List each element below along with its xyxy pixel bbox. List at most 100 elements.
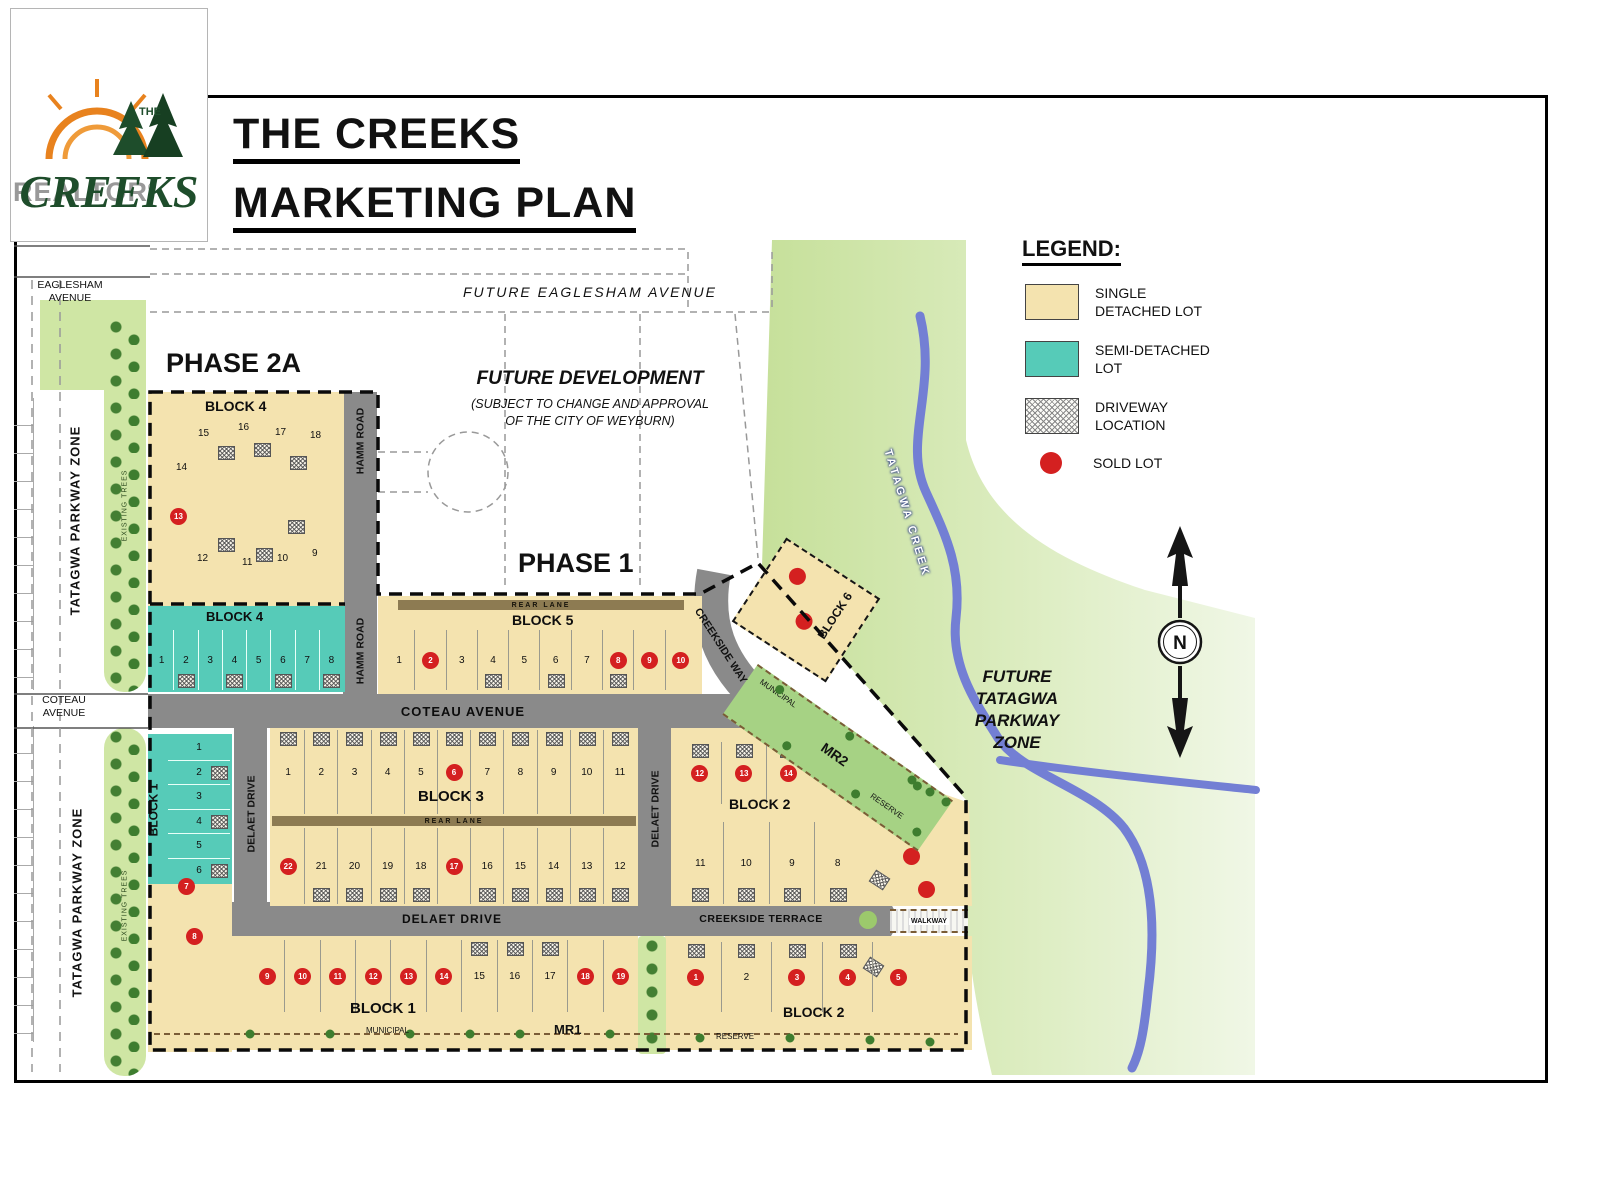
block-3-label: BLOCK 3 — [418, 788, 484, 805]
eaglesham-avenue-label: EAGLESHAM AVENUE — [26, 279, 114, 305]
lot-4: 4 — [476, 630, 508, 690]
lot-10: 10 — [722, 822, 769, 904]
lot-number: 16 — [238, 422, 250, 433]
coteau-line1: COTEAU — [42, 694, 86, 706]
adjacent-lot-ticks-lower — [14, 726, 34, 1042]
existing-trees-label-wrap: EXISTING TREES — [104, 830, 146, 980]
delaet-east-label-wrap: DELAET DRIVE — [622, 753, 688, 865]
driveway-hatch-icon — [738, 888, 756, 902]
lot-number: 1 — [158, 654, 165, 666]
future-tatagwa-line: TATAGWA — [975, 689, 1059, 709]
lot-8: 8 — [602, 630, 633, 690]
title-line-1: THE CREEKS — [233, 111, 521, 165]
realtor-wordmark: REALTOR® — [13, 177, 157, 208]
sold-lot-marker: 13 — [735, 764, 753, 782]
sold-lot-marker: 17 — [445, 857, 463, 875]
mr1-reserve-strip — [638, 936, 666, 1054]
lot-6: 6 — [270, 630, 294, 690]
lot-19: 19 — [370, 828, 404, 904]
existing-trees-label: EXISTING TREES — [121, 469, 129, 541]
driveway-hatch-icon — [256, 548, 273, 562]
lot-2: 2 — [173, 630, 197, 690]
sold-lot-marker: 11 — [329, 967, 347, 985]
lot-number: 18 — [310, 430, 322, 441]
lot-13: 13 — [721, 742, 765, 804]
driveway-hatch-icon — [512, 732, 530, 746]
lot-number: 5 — [196, 840, 202, 852]
driveway-hatch-icon — [545, 888, 563, 902]
sold-lot-marker: 19 — [612, 967, 630, 985]
lot-number: 14 — [176, 462, 188, 473]
existing-trees-label-wrap: EXISTING TREES — [104, 430, 146, 580]
sold-lot-marker — [918, 881, 935, 898]
tatagwa-parkway-label-wrap: TATAGWA PARKWAY ZONE — [52, 400, 98, 640]
future-tatagwa-line: ZONE — [993, 733, 1041, 753]
driveway-hatch-icon — [868, 869, 891, 891]
sold-lot-marker: 13 — [400, 967, 418, 985]
hamm-road-label-wrap: HAMM ROAD — [321, 402, 399, 480]
sold-lot-marker — [792, 609, 816, 634]
legend-line: LOT — [1095, 360, 1123, 377]
driveway-hatch-icon — [226, 674, 244, 688]
lot-number: 4 — [231, 654, 238, 666]
driveway-hatch-icon — [788, 944, 806, 958]
block-6-label: BLOCK 6 — [814, 589, 856, 642]
lot-17: 17 — [531, 940, 567, 1012]
lot-number: 3 — [458, 654, 465, 666]
lot-number: 21 — [315, 860, 327, 872]
lot-number: 15 — [473, 970, 485, 982]
lot-number: 12 — [197, 553, 209, 564]
lot-number: 17 — [544, 970, 556, 982]
tatagwa-parkway-zone-label: TATAGWA PARKWAY ZONE — [69, 807, 85, 997]
tree-icon — [780, 739, 794, 753]
driveway-hatch-icon — [479, 732, 497, 746]
legend-line: SEMI-DETACHED — [1095, 342, 1210, 358]
lot-7: 7 — [294, 630, 319, 690]
lot-number: 6 — [280, 654, 286, 666]
semi-detached-swatch — [1025, 341, 1079, 378]
driveway-hatch-icon — [346, 888, 364, 902]
title-line-2: MARKETING PLAN — [233, 180, 637, 234]
sold-lot-marker: 2 — [421, 651, 439, 669]
driveway-hatch-icon — [379, 732, 397, 746]
lot-2: 2 — [414, 630, 445, 690]
compass-finial-top — [1167, 526, 1193, 586]
block-5-rear-lane: REAR LANE — [398, 600, 684, 610]
creekside-terrace-label: CREEKSIDE TERRACE — [699, 913, 823, 925]
sold-lot-marker: 5 — [889, 968, 907, 986]
lot-18: 18 — [403, 828, 437, 904]
lot-15: 15 — [461, 940, 496, 1012]
driveway-hatch-icon — [691, 744, 709, 758]
legend-item-single: SINGLE DETACHED LOT — [1025, 284, 1202, 321]
driveway-hatch-icon — [738, 944, 756, 958]
lot-1: 1 — [671, 942, 721, 1012]
legend-line: SOLD LOT — [1093, 454, 1163, 471]
realtor-creeks-logo: REALTOR® THE CREEKS — [10, 8, 208, 242]
lot-number: 19 — [382, 860, 394, 872]
mr2-label: MR2 — [818, 739, 852, 770]
lot-4: 4 — [821, 942, 873, 1012]
block-2-upper-label: BLOCK 2 — [729, 796, 791, 812]
lot-number: 2 — [183, 654, 189, 666]
sold-lot-swatch-wrap — [1025, 452, 1077, 474]
lot-number: 9 — [789, 857, 795, 869]
sold-lot-dot-icon — [1040, 452, 1062, 474]
lot-20: 20 — [337, 828, 370, 904]
coteau-avenue-road: COTEAU AVENUE — [148, 694, 778, 728]
legend-item-semi: SEMI-DETACHED LOT — [1025, 341, 1210, 378]
driveway-hatch-icon — [610, 674, 628, 688]
lot-number: 10 — [581, 766, 593, 778]
driveway-hatch-icon — [735, 744, 753, 758]
sold-lot-marker: 8 — [186, 928, 203, 945]
lot-8: 8 — [503, 730, 536, 814]
creeks-logo-art: THE CREEKS — [20, 79, 199, 217]
lot-number: 5 — [418, 766, 424, 778]
sold-lot-marker: 9 — [641, 651, 659, 669]
future-development-title: FUTURE DEVELOPMENT — [476, 368, 704, 389]
lot-3: 3 — [337, 730, 370, 814]
driveway-hatch-icon — [379, 888, 397, 902]
